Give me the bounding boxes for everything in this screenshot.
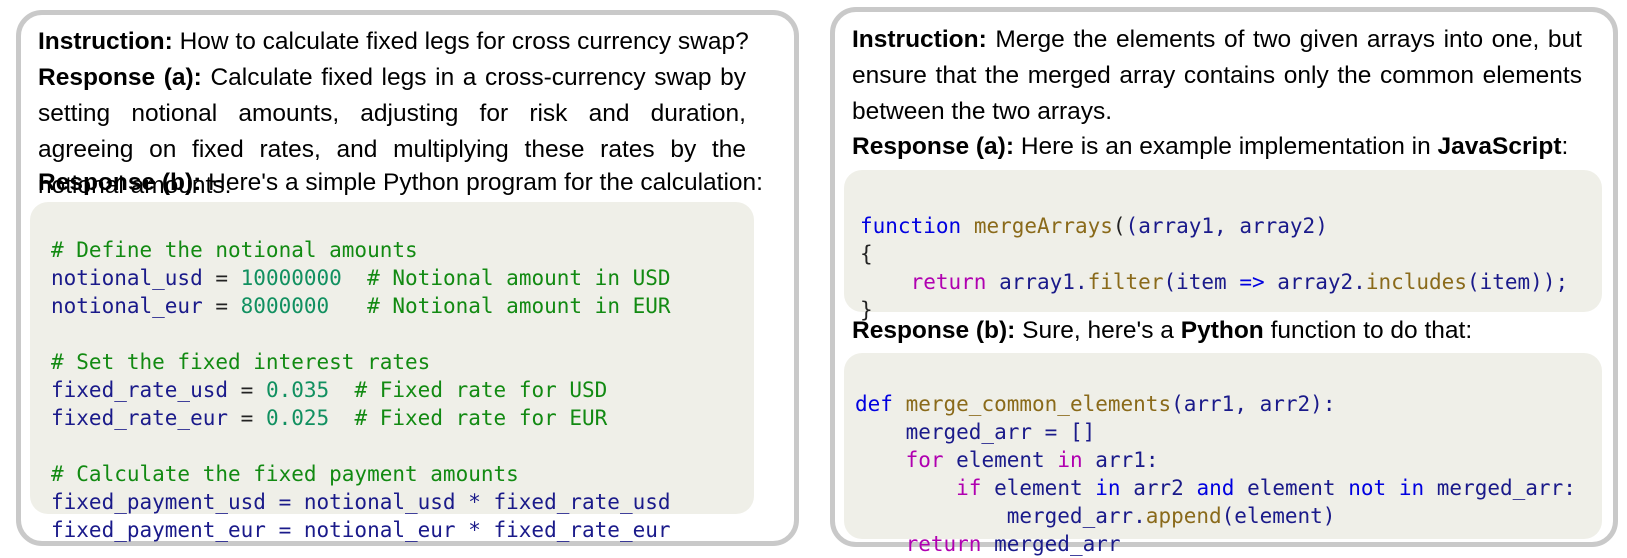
response-b-label: Response (b): [852, 317, 1016, 344]
response-b-text: Here's a simple Python program for the c… [208, 169, 763, 196]
instruction-text: Merge the elements of two given arrays i… [852, 26, 1582, 125]
right-response-b: Response (b): Sure, here's a Python func… [852, 317, 1473, 344]
code-line: return merged_arr [905, 532, 1121, 556]
language-name: Python [1180, 317, 1264, 344]
response-a-text: Calculate fixed legs in a cross-currency… [38, 64, 746, 199]
left-response-a: Response (a): Calculate fixed legs in a … [38, 60, 746, 204]
right-instruction: Instruction: Merge the elements of two g… [852, 22, 1582, 130]
code-line: } [860, 298, 873, 322]
code-comment: # Set the fixed interest rates [51, 350, 431, 374]
right-response-a: Response (a): Here is an example impleme… [852, 133, 1569, 160]
code-line: merged_arr = [] [905, 420, 1096, 444]
instruction-label: Instruction: [852, 26, 987, 53]
code-line: { [860, 242, 873, 266]
code-line: notional_eur = 8000000 # Notional amount… [51, 294, 671, 318]
code-line: fixed_rate_eur = 0.025 # Fixed rate for … [51, 406, 608, 430]
code-line: def merge_common_elements(arr1, arr2): [855, 392, 1336, 416]
code-line: merged_arr.append(element) [1006, 504, 1336, 528]
code-line: fixed_payment_usd = notional_usd * fixed… [51, 490, 671, 514]
right-js-code-block [844, 170, 1602, 312]
instruction-label: Instruction: [38, 28, 173, 55]
left-python-code: # Define the notional amounts notional_us… [51, 208, 671, 544]
code-line: function mergeArrays((array1, array2) [860, 214, 1328, 238]
response-b-label: Response (b): [38, 169, 202, 196]
code-comment: # Define the notional amounts [51, 238, 418, 262]
response-a-text: Here is an example implementation in [1020, 133, 1431, 160]
code-line: fixed_rate_usd = 0.035 # Fixed rate for … [51, 378, 608, 402]
left-response-b: Response (b): Here's a simple Python pro… [38, 165, 763, 201]
code-line: fixed_payment_eur = notional_eur * fixed… [51, 518, 671, 542]
response-a-label: Response (a): [38, 64, 202, 91]
left-instruction: Instruction: How to calculate fixed legs… [38, 24, 758, 60]
code-comment: # Calculate the fixed payment amounts [51, 462, 519, 486]
left-code-block [30, 202, 754, 514]
code-line: return array1.filter(item => array2.incl… [910, 270, 1569, 294]
language-name: JavaScript [1437, 133, 1562, 160]
code-line: if element in arr2 and element not in me… [956, 476, 1576, 500]
right-py-code-block [844, 353, 1602, 539]
response-b-text: Sure, here's a [1022, 317, 1174, 344]
code-line: for element in arr1: [905, 448, 1159, 472]
instruction-text: How to calculate fixed legs for cross cu… [179, 28, 749, 55]
code-line: notional_usd = 10000000 # Notional amoun… [51, 266, 671, 290]
code-blank-line [51, 432, 671, 460]
right-js-code: function mergeArrays((array1, array2) { r… [860, 184, 1568, 324]
right-python-code: def merge_common_elements(arr1, arr2): m… [855, 362, 1576, 558]
code-blank-line [51, 320, 671, 348]
response-a-label: Response (a): [852, 133, 1015, 160]
